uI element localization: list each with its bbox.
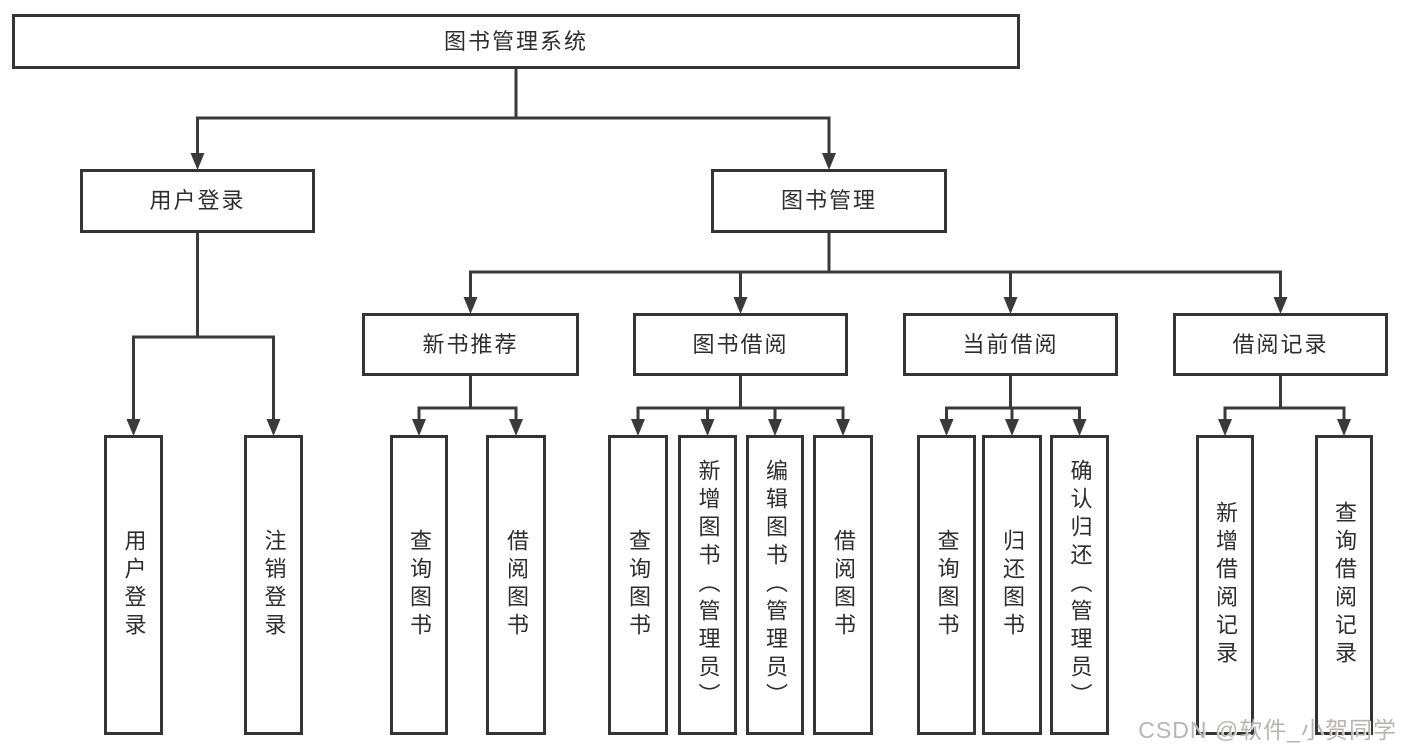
node-cur-query: 查询图书 — [917, 435, 976, 735]
node-cur: 当前借阅 — [903, 313, 1118, 376]
node-rec-query: 查询图书 — [390, 435, 448, 735]
arrowhead-cur-cur-confirm — [1072, 419, 1087, 436]
arrowhead-mgmt-bor — [733, 297, 748, 314]
node-label-l-logout: 注销登录 — [261, 529, 287, 641]
node-label-hist-query: 查询借阅记录 — [1332, 501, 1357, 669]
node-label-rec: 新书推荐 — [422, 331, 519, 357]
node-label-rec-query: 查询图书 — [407, 529, 432, 641]
arrowhead-cur-cur-return — [1005, 419, 1019, 436]
node-label-login: 用户登录 — [149, 188, 246, 213]
arrowhead-mgmt-cur — [1003, 297, 1018, 314]
arrowhead-login-l-logout — [266, 419, 281, 436]
arrowhead-root-login — [190, 153, 205, 170]
arrowhead-cur-cur-query — [939, 419, 954, 436]
node-label-cur-query: 查询图书 — [934, 529, 960, 641]
node-label-cur: 当前借阅 — [962, 331, 1059, 357]
node-bor-edit: 编辑图书（管理员） — [746, 435, 804, 735]
node-label-bor-borrow: 借阅图书 — [831, 529, 856, 641]
node-hist: 借阅记录 — [1173, 313, 1388, 376]
node-label-bor-query: 查询图书 — [626, 529, 651, 641]
node-label-cur-return: 归还图书 — [1000, 529, 1025, 641]
node-label-bor-add: 新增图书（管理员） — [695, 459, 721, 711]
node-cur-return: 归还图书 — [982, 435, 1042, 735]
arrowhead-bor-bor-add — [700, 419, 715, 436]
node-rec-borrow: 借阅图书 — [486, 435, 546, 735]
node-hist-query: 查询借阅记录 — [1315, 435, 1373, 735]
node-label-root: 图书管理系统 — [443, 28, 588, 54]
node-label-cur-confirm: 确认归还（管理员） — [1067, 459, 1093, 711]
arrowhead-login-l-login — [126, 419, 141, 436]
arrowhead-rec-rec-query — [412, 419, 426, 436]
node-bor-add: 新增图书（管理员） — [678, 435, 737, 735]
node-label-mgmt: 图书管理 — [780, 188, 877, 213]
arrowhead-hist-hist-add — [1218, 419, 1232, 436]
node-mgmt: 图书管理 — [711, 169, 947, 233]
arrowhead-mgmt-hist — [1273, 297, 1288, 314]
node-label-hist-add: 新增借阅记录 — [1213, 501, 1238, 669]
node-hist-add: 新增借阅记录 — [1196, 435, 1254, 735]
node-l-login: 用户登录 — [104, 435, 163, 735]
arrowhead-bor-bor-edit — [768, 419, 782, 436]
node-label-l-login: 用户登录 — [121, 529, 147, 641]
node-login: 用户登录 — [80, 169, 315, 233]
node-label-bor: 图书借阅 — [692, 331, 789, 357]
arrowhead-mgmt-rec — [463, 297, 478, 314]
node-bor-query: 查询图书 — [608, 435, 668, 735]
node-bor: 图书借阅 — [633, 313, 848, 376]
node-l-logout: 注销登录 — [244, 435, 303, 735]
node-cur-confirm: 确认归还（管理员） — [1050, 435, 1109, 735]
node-label-hist: 借阅记录 — [1232, 331, 1329, 357]
node-rec: 新书推荐 — [362, 313, 579, 376]
arrowhead-hist-hist-query — [1337, 419, 1351, 436]
node-bor-borrow: 借阅图书 — [813, 435, 873, 735]
arrowhead-bor-bor-borrow — [836, 419, 850, 436]
node-root: 图书管理系统 — [12, 14, 1020, 69]
node-label-bor-edit: 编辑图书（管理员） — [763, 459, 788, 711]
arrowhead-rec-rec-borrow — [509, 419, 523, 436]
arrowhead-bor-bor-query — [631, 419, 645, 436]
arrowhead-root-mgmt — [822, 153, 836, 170]
node-label-rec-borrow: 借阅图书 — [504, 529, 529, 641]
